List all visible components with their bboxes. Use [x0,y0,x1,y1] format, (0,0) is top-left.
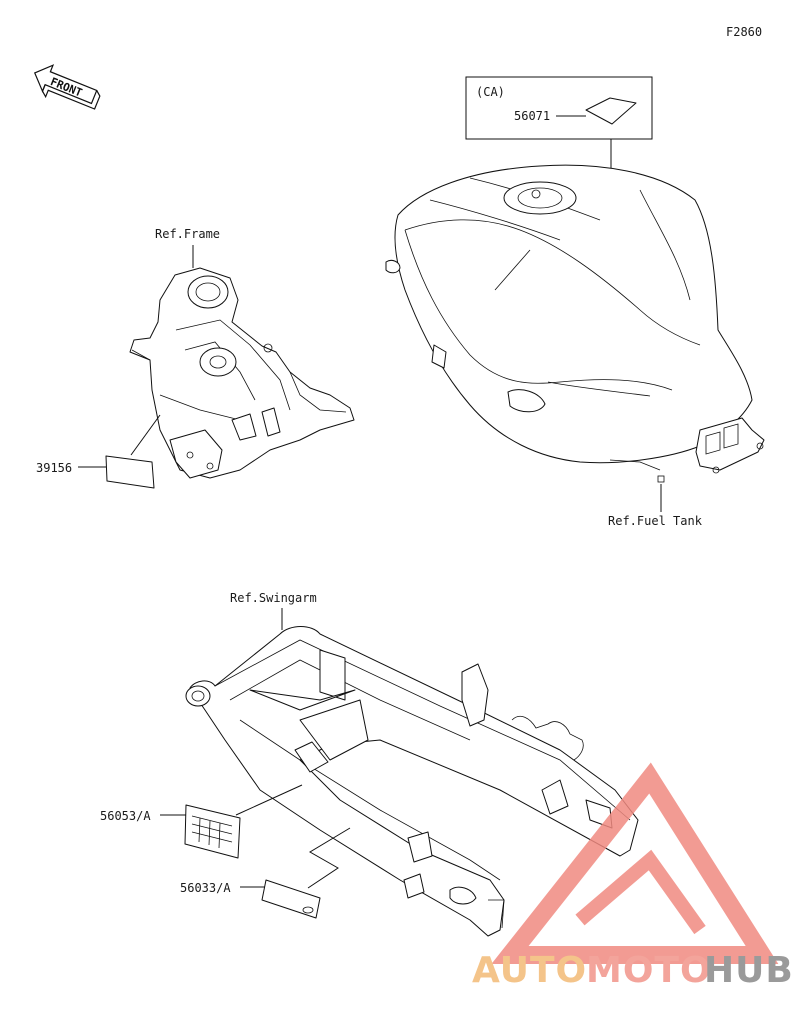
leader-56033-b [307,827,351,889]
frame-drawing [129,267,355,479]
label-39156-decal [105,455,155,489]
leader-39156-b [130,414,161,456]
label-56071-decal [585,97,637,125]
ca-box-label: (CA) [476,85,505,99]
label-56053-decal [184,804,241,859]
fuel-tank-drawing [385,164,765,483]
watermark-moto: MOTO [586,950,712,991]
watermark-hub: HUB [704,950,794,991]
leader-56053-b [235,784,303,816]
ref-swingarm: Ref.Swingarm [230,591,317,605]
part-number-56033: 56033/A [180,881,231,895]
figure-code: F2860 [726,25,762,39]
ref-frame: Ref.Frame [155,227,220,241]
ref-fuel-tank: Ref.Fuel Tank [608,514,703,528]
watermark-logo: AUTO MOTO HUB [472,762,794,991]
part-number-56053: 56053/A [100,809,151,823]
watermark-triangle-icon [491,762,779,964]
watermark-auto: AUTO [472,950,587,991]
front-arrow-icon: FRONT [33,64,101,110]
label-56033-decal [261,879,321,919]
swingarm-drawing [185,626,639,937]
part-number-39156: 39156 [36,461,72,475]
part-number-56071: 56071 [514,109,550,123]
ca-callout-box [465,76,653,140]
